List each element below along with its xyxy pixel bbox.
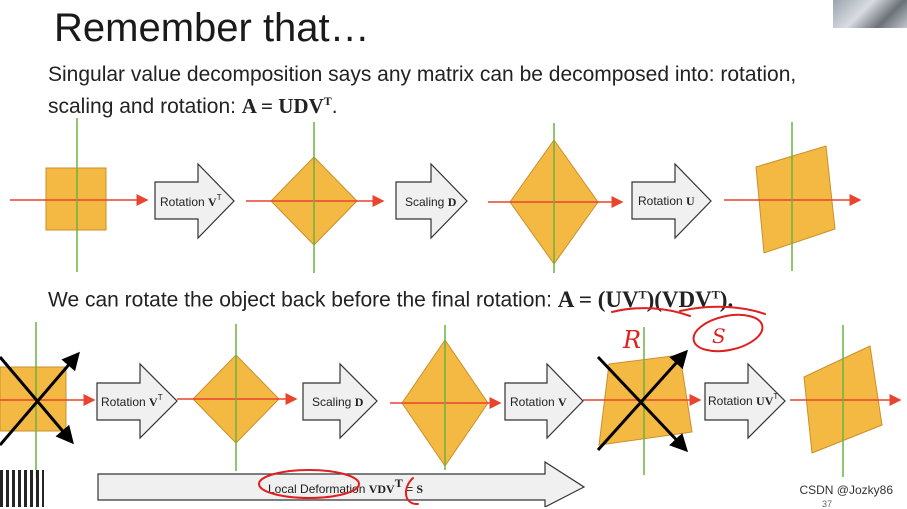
row2-parallelogram bbox=[790, 325, 902, 477]
row1-diamond-tall bbox=[488, 123, 624, 273]
row1-arrow-rotation-vt: Rotation VT bbox=[154, 162, 235, 240]
row2-arrow-4-label: Rotation UVT bbox=[708, 392, 778, 408]
row2-arrow-3-label: Rotation V bbox=[510, 395, 567, 409]
underline-vdvt bbox=[679, 305, 766, 315]
slide-title: Remember that… bbox=[54, 6, 370, 50]
page-number: 37 bbox=[822, 499, 833, 509]
row1-arrow-rotation-u: Rotation U bbox=[631, 162, 712, 240]
intro-line-2: scaling and rotation: A = UDVT. bbox=[48, 94, 338, 118]
row1-parallelogram bbox=[724, 122, 862, 271]
row1-arrow-3-label: Rotation U bbox=[638, 194, 695, 208]
row2-arrow-rotation-vt: Rotation VT bbox=[96, 362, 178, 440]
row2-arrow-rotation-uvt: Rotation UVT bbox=[704, 362, 786, 440]
intro-line-3: We can rotate the object back before the… bbox=[48, 281, 733, 314]
underline-uvt bbox=[611, 307, 691, 317]
row1-arrow-scaling-d: Scaling D bbox=[395, 162, 468, 240]
row1-square bbox=[10, 118, 149, 272]
row2-rotated-square-with-diagonals bbox=[583, 327, 702, 475]
row1-arrow-1-label: Rotation VT bbox=[160, 193, 222, 209]
circle-s bbox=[692, 313, 764, 353]
bottom-arrow-label: Local Deformation VDVT = S bbox=[268, 476, 423, 496]
row2-arrow-scaling-d: Scaling D bbox=[302, 362, 378, 440]
polar-equation: A = (UVT)(VDVT). bbox=[557, 286, 734, 312]
webcam-thumbnail bbox=[833, 0, 907, 28]
row2-diamond-tall bbox=[390, 325, 502, 470]
handwritten-annotations bbox=[258, 305, 766, 506]
handwritten-r-label: R bbox=[622, 326, 641, 354]
watermark: CSDN @Jozky86 bbox=[799, 483, 893, 497]
row2-square-with-diagonals bbox=[0, 322, 96, 478]
qr-code-icon bbox=[0, 470, 44, 507]
row1-diamond-small bbox=[246, 122, 385, 273]
row2-arrow-2-label: Scaling D bbox=[312, 395, 364, 409]
row2-arrow-rotation-v: Rotation V bbox=[504, 362, 584, 440]
svd-equation: A = UDVT bbox=[241, 94, 332, 118]
circle-local-deformation bbox=[258, 469, 360, 499]
intro-line-3-text: We can rotate the object back before the… bbox=[48, 288, 558, 312]
row2-arrow-1-label: Rotation VT bbox=[101, 393, 163, 409]
row2-diamond-small bbox=[177, 324, 298, 471]
row1-arrow-2-label: Scaling D bbox=[405, 195, 457, 209]
bottom-arrow-local-deformation: Local Deformation VDVT = S bbox=[97, 460, 586, 507]
intro-line-1: Singular value decomposition says any ma… bbox=[48, 63, 797, 86]
intro-line-2-text: scaling and rotation: bbox=[48, 95, 242, 118]
circle-s-bottom bbox=[405, 477, 419, 506]
handwritten-s-label: S bbox=[712, 324, 726, 348]
